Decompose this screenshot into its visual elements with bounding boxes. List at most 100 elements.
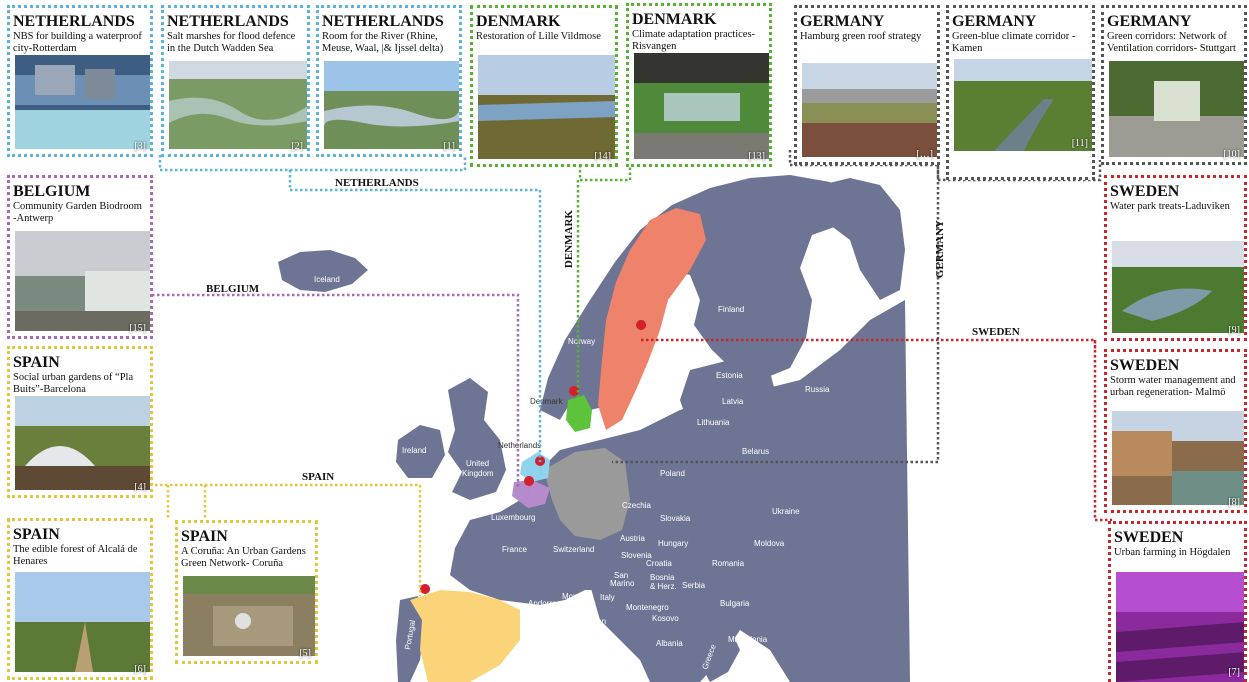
case-card-risvangen: DENMARK Climate adaptation practices-Ris… xyxy=(626,3,772,167)
case-card-laduviken: SWEDEN Water park treats-Laduviken [9] xyxy=(1104,175,1247,341)
map-belgium xyxy=(512,480,550,508)
photo-laduviken xyxy=(1112,241,1244,333)
photo-antwerp xyxy=(15,231,150,331)
photo-malmo xyxy=(1112,411,1244,505)
card-country: BELGIUM xyxy=(13,183,91,200)
map-label-luxembourg: Luxembourg xyxy=(491,513,535,522)
connector-sweden xyxy=(641,338,1112,522)
card-ref: [7] xyxy=(1228,667,1240,678)
card-ref: [10] xyxy=(1223,149,1240,160)
card-description: Green-blue climate corridor - Kamen xyxy=(952,31,1076,54)
card-ref: [15] xyxy=(129,323,146,334)
card-description: Community Garden Biodroom -Antwerp xyxy=(13,201,142,224)
map-denmark xyxy=(566,395,592,432)
case-card-malmo: SWEDEN Storm water management and urban … xyxy=(1104,349,1247,513)
photo-hamburg xyxy=(802,63,937,157)
card-description: Hamburg green roof strategy xyxy=(800,31,922,42)
card-ref: [1] xyxy=(443,141,455,152)
map-label-vatican: Vatican xyxy=(580,617,606,626)
map-label-monaco: Monaco xyxy=(562,592,591,601)
photo-rotterdam xyxy=(15,55,150,149)
pin-netherlands xyxy=(535,456,546,478)
map-label-denmark: Denmark xyxy=(530,397,563,406)
card-ref: [11] xyxy=(1071,138,1088,149)
map-label-bulgaria: Bulgaria xyxy=(720,599,750,608)
map-label-romania: Romania xyxy=(712,559,745,568)
case-card-antwerp: BELGIUM Community Garden Biodroom -Antwe… xyxy=(7,175,153,339)
case-card-coruna: SPAIN A Coruña: An Urban Gardens Green N… xyxy=(175,520,318,664)
card-description: Green corridors: Network of Ventilation … xyxy=(1107,31,1236,54)
map-label-marino: Marino xyxy=(610,579,635,588)
map-italy xyxy=(590,585,680,682)
card-description: A Coruña: An Urban Gardens Green Network… xyxy=(181,546,306,569)
case-card-lille-vildmose: DENMARK Restoration of Lille Vildmose [1… xyxy=(470,5,618,167)
case-card-barcelona: SPAIN Social urban gardens of “Pla Buits… xyxy=(7,346,153,498)
map-label-czechia: Czechia xyxy=(622,501,651,510)
map-label-kosovo: Kosovo xyxy=(652,614,679,623)
map-label-croatia: Croatia xyxy=(646,559,672,568)
case-card-rotterdam: NETHERLANDS NBS for building a waterproo… xyxy=(7,5,153,157)
map-label-hungary: Hungary xyxy=(658,539,688,548)
map-sweden xyxy=(598,208,706,430)
photo-alcala xyxy=(15,572,150,672)
card-country: SWEDEN xyxy=(1110,183,1180,200)
pin-belgium xyxy=(524,476,535,498)
connector-label-spain: SPAIN xyxy=(302,471,335,483)
map-label-andorra: Andorra xyxy=(528,599,557,608)
card-ref: [5] xyxy=(299,648,311,659)
map-germany xyxy=(544,448,630,540)
card-description: Urban farming in Högdalen xyxy=(1114,547,1231,558)
card-country: NETHERLANDS xyxy=(13,13,135,30)
card-description: Room for the River (Rhine, Meuse, Waal, … xyxy=(322,31,444,54)
card-ref: [14] xyxy=(594,151,611,162)
connector-label-germany: GERMANY xyxy=(934,220,946,279)
map-label-montenegro: Montenegro xyxy=(626,603,669,612)
map-label-slovakia: Slovakia xyxy=(660,514,691,523)
card-country: SWEDEN xyxy=(1114,529,1184,546)
pin-denmark xyxy=(569,386,580,408)
map-label-latvia: Latvia xyxy=(722,397,744,406)
case-card-stuttgart: GERMANY Green corridors: Network of Vent… xyxy=(1101,5,1247,165)
card-description: Climate adaptation practices-Risvangen xyxy=(632,29,756,52)
connector-netherlands xyxy=(158,155,542,462)
case-card-kamen: GERMANY Green-blue climate corridor - Ka… xyxy=(946,5,1095,180)
photo-barcelona xyxy=(15,396,150,490)
card-ref: [2] xyxy=(291,141,303,152)
card-description: The edible forest of Alcalá de Henares xyxy=(13,544,138,567)
card-ref: [6] xyxy=(134,664,146,675)
connector-germany xyxy=(612,150,1102,464)
connector-label-sweden: SWEDEN xyxy=(972,326,1020,338)
map-label-finland: Finland xyxy=(718,305,744,314)
photo-kamen xyxy=(954,59,1092,151)
card-country: GERMANY xyxy=(1107,13,1192,30)
map-label-belarus: Belarus xyxy=(742,447,769,456)
card-country: SPAIN xyxy=(13,526,60,543)
connector-label-netherlands: NETHERLANDS xyxy=(335,177,419,189)
card-country: SWEDEN xyxy=(1110,357,1180,374)
card-description: Salt marshes for flood defence in the Du… xyxy=(167,31,296,54)
photo-stuttgart xyxy=(1109,61,1244,157)
map-label-iceland: Iceland xyxy=(314,275,340,284)
card-country: GERMANY xyxy=(952,13,1037,30)
card-country: NETHERLANDS xyxy=(167,13,289,30)
map-label-herz: & Herz. xyxy=(650,582,677,591)
card-country: DENMARK xyxy=(632,11,717,28)
map-label-slovenia: Slovenia xyxy=(621,551,652,560)
map-netherlands xyxy=(520,452,550,482)
case-card-hamburg: GERMANY Hamburg green roof strategy […] xyxy=(794,5,940,165)
map-label-norway: Norway xyxy=(568,337,595,346)
case-card-alcala: SPAIN The edible forest of Alcalá de Hen… xyxy=(7,518,153,680)
case-card-hogdalen: SWEDEN Urban farming in Högdalen [7] xyxy=(1108,521,1247,682)
map-label-poland: Poland xyxy=(660,469,685,478)
card-ref: [9] xyxy=(1228,325,1240,336)
card-country: GERMANY xyxy=(800,13,885,30)
photo-coruna xyxy=(183,576,315,656)
map-label-austria: Austria xyxy=(620,534,645,543)
map-portugal xyxy=(396,596,424,682)
map-label-san: San xyxy=(614,571,628,580)
map-iceland xyxy=(278,250,368,292)
map-label-macedonia: Macedonia xyxy=(728,635,768,644)
connector-label-denmark: DENMARK xyxy=(563,210,575,269)
pin-sweden xyxy=(636,320,647,342)
card-ref: […] xyxy=(916,149,933,160)
